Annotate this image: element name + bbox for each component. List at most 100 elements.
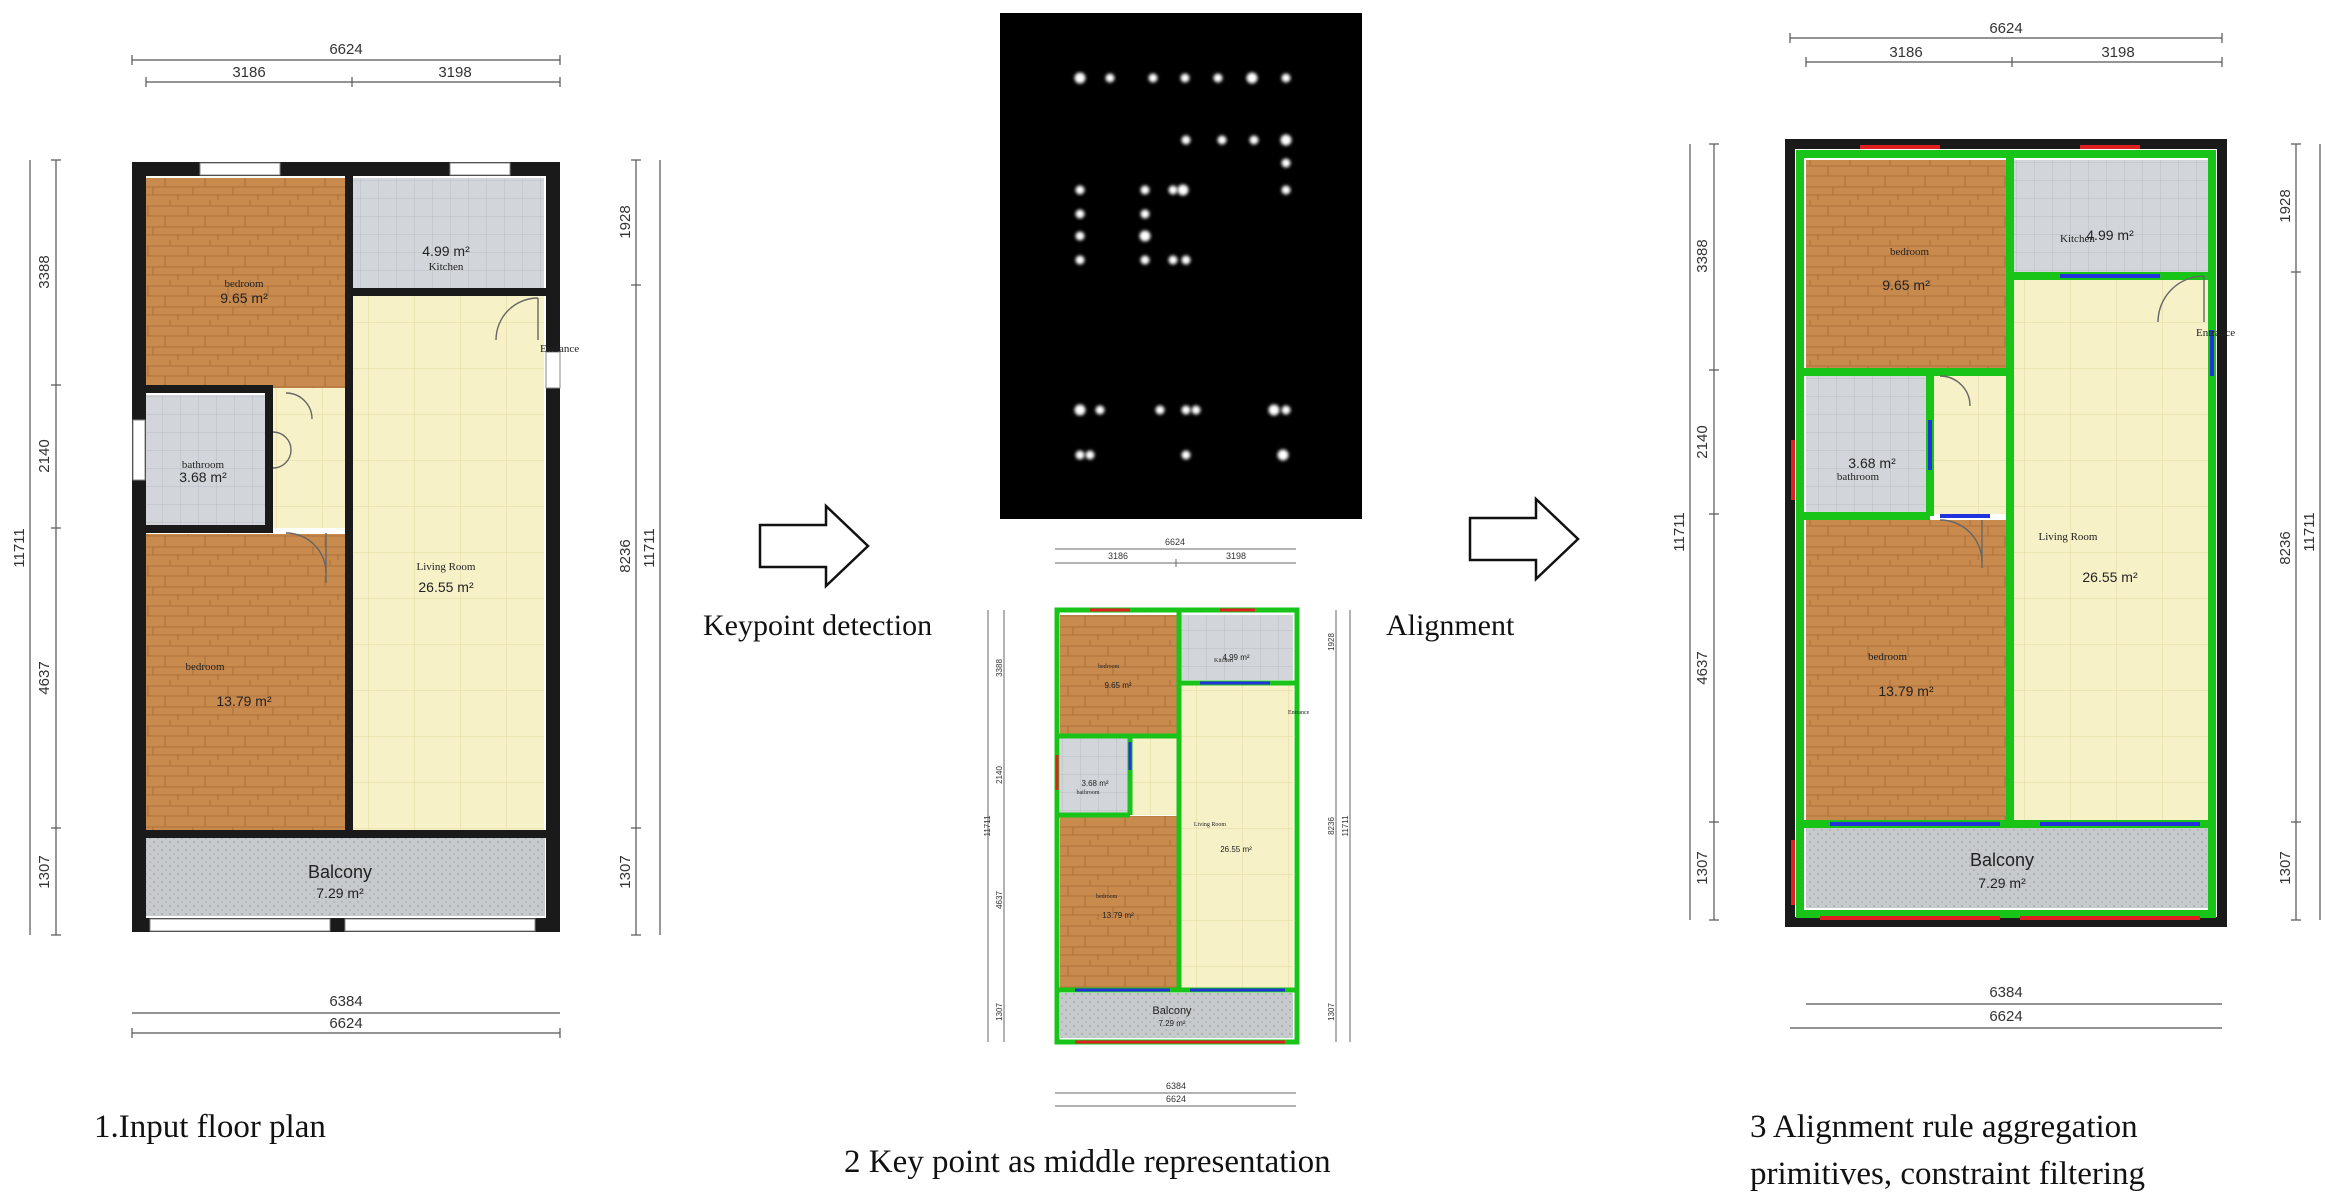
aligned-living-label: Living Room — [2039, 531, 2098, 543]
mini-balcony-area: 7.29 m² — [1158, 1019, 1185, 1028]
aligned-doors — [1939, 275, 2205, 568]
aligned-dim-left-4: 1307 — [1694, 851, 1711, 884]
mini-bedroom2-area: 13.79 m² — [1102, 911, 1134, 920]
balcony-floor — [145, 838, 545, 916]
keypoint — [1140, 255, 1150, 265]
aligned-dim-right-2: 8236 — [2277, 531, 2294, 564]
aligned-bedroom1-area: 9.65 m² — [1882, 277, 1930, 293]
aligned-dim-left-1: 3388 — [1694, 239, 1711, 272]
keypoint — [1148, 73, 1158, 83]
keypoint — [1181, 450, 1191, 460]
aligned-dim-right-1: 1928 — [2277, 189, 2294, 222]
mini-dim-right-2: 8236 — [1327, 817, 1336, 835]
aligned-bedroom2-floor — [1806, 520, 2006, 820]
mini-kitchen-label: Kitchen — [1214, 658, 1233, 664]
bedroom2-label: bedroom — [185, 661, 225, 673]
aligned-living-area: 26.55 m² — [2082, 569, 2138, 585]
mini-dim-right-1: 1928 — [1327, 633, 1336, 651]
dim-left-3: 4637 — [36, 661, 53, 694]
bedroom1-label: bedroom — [224, 278, 264, 290]
keypoint — [1281, 185, 1291, 195]
aligned-kitchen-area: 4.99 m² — [2086, 227, 2134, 243]
keypoint — [1281, 405, 1291, 415]
mini-blue-edges — [1075, 681, 1285, 992]
mini-bedroom1-floor — [1060, 615, 1178, 735]
keypoint — [1105, 73, 1115, 83]
mini-bedroom1-area: 9.65 m² — [1104, 681, 1131, 690]
aligned-balcony-area: 7.29 m² — [1978, 875, 2026, 891]
caption-keypoints: 2 Key point as middle representation — [844, 1144, 1331, 1180]
bathroom-floor — [145, 395, 265, 525]
keypoint — [1180, 73, 1190, 83]
keypoint — [1177, 184, 1189, 196]
caption-aligned-line2: primitives, constraint filtering — [1750, 1156, 2145, 1192]
mini-bedroom2-label: bedroom — [1096, 894, 1118, 900]
aligned-bedroom1-label: bedroom — [1890, 246, 1930, 258]
mini-side-dimensions — [987, 610, 1351, 1042]
bottom-dimensions — [131, 1012, 561, 1038]
keypoint — [1075, 185, 1085, 195]
keypoint — [1140, 209, 1150, 219]
mini-living-label: Living Room — [1194, 822, 1227, 828]
mini-bedroom2-floor — [1060, 816, 1178, 990]
mini-dim-left-4: 1307 — [995, 1003, 1004, 1021]
keypoint — [1075, 255, 1085, 265]
panel-aligned: 6624 3186 3198 — [1671, 20, 2321, 1192]
panel-input: 6624 3186 3198 6384 6624 11711 3388 2140… — [11, 41, 661, 1145]
dim-left-total: 11711 — [11, 528, 28, 568]
aligned-dim-left-2: 2140 — [1694, 425, 1711, 458]
bedroom1-area: 9.65 m² — [220, 290, 268, 306]
aligned-bathroom-floor — [1806, 376, 1928, 512]
keypoint — [1246, 72, 1258, 84]
dim-right-1: 1928 — [617, 205, 634, 238]
dim-top-right: 3198 — [438, 64, 471, 81]
aligned-kitchen-floor — [2014, 160, 2208, 272]
dim-top-total: 6624 — [329, 41, 362, 58]
left-dimensions — [29, 159, 61, 936]
dim-right-total: 11711 — [641, 528, 658, 568]
dim-left-4: 1307 — [36, 855, 53, 888]
aligned-dim-right-total: 11711 — [2301, 512, 2318, 552]
mini-top-dimensions — [1055, 548, 1296, 567]
keypoint — [1140, 185, 1150, 195]
mini-dim-right-3: 1307 — [1327, 1003, 1336, 1021]
keypoint — [1181, 255, 1191, 265]
keypoint — [1075, 450, 1085, 460]
keypoint — [1075, 231, 1085, 241]
mini-bedroom1-label: bedroom — [1098, 664, 1120, 670]
aligned-bathroom-label: bathroom — [1837, 471, 1880, 483]
aligned-dim-bottom-inner: 6384 — [1989, 984, 2022, 1001]
mini-dim-bottom-inner: 6384 — [1166, 1081, 1186, 1091]
keypoint — [1181, 405, 1191, 415]
caption-input: 1.Input floor plan — [94, 1109, 326, 1145]
aligned-blue-edges — [1830, 274, 2214, 826]
keypoint — [1213, 73, 1223, 83]
keypoint — [1074, 404, 1086, 416]
keypoint — [1280, 134, 1292, 146]
keypoint — [1168, 185, 1178, 195]
keypoint-dots — [1074, 72, 1292, 461]
keypoint — [1139, 230, 1151, 242]
hall-floor — [270, 388, 352, 528]
panel-keypoints: 6624 3186 3198 — [844, 13, 1362, 1180]
aligned-balcony-label: Balcony — [1970, 850, 2034, 870]
aligned-dim-top-left: 3186 — [1889, 44, 1922, 61]
aligned-dim-left-3: 4637 — [1694, 651, 1711, 684]
arrow-keypoint-detection — [758, 503, 870, 589]
arrow-alignment-label: Alignment — [1386, 609, 1515, 642]
dim-left-1: 3388 — [36, 255, 53, 288]
aligned-left-dimensions — [1689, 143, 1719, 921]
keypoint — [1277, 449, 1289, 461]
top-dimensions — [131, 55, 561, 87]
right-dimensions — [631, 159, 661, 936]
entrance-label: Entrance — [540, 343, 579, 355]
keypoint — [1155, 405, 1165, 415]
bedroom2-floor — [145, 534, 345, 832]
aligned-dim-top-total: 6624 — [1989, 20, 2022, 37]
arrow-alignment — [1468, 496, 1580, 582]
aligned-living-floor — [2014, 280, 2208, 820]
keypoint — [1168, 255, 1178, 265]
kitchen-floor — [352, 178, 544, 288]
aligned-bedroom2-area: 13.79 m² — [1878, 683, 1934, 699]
